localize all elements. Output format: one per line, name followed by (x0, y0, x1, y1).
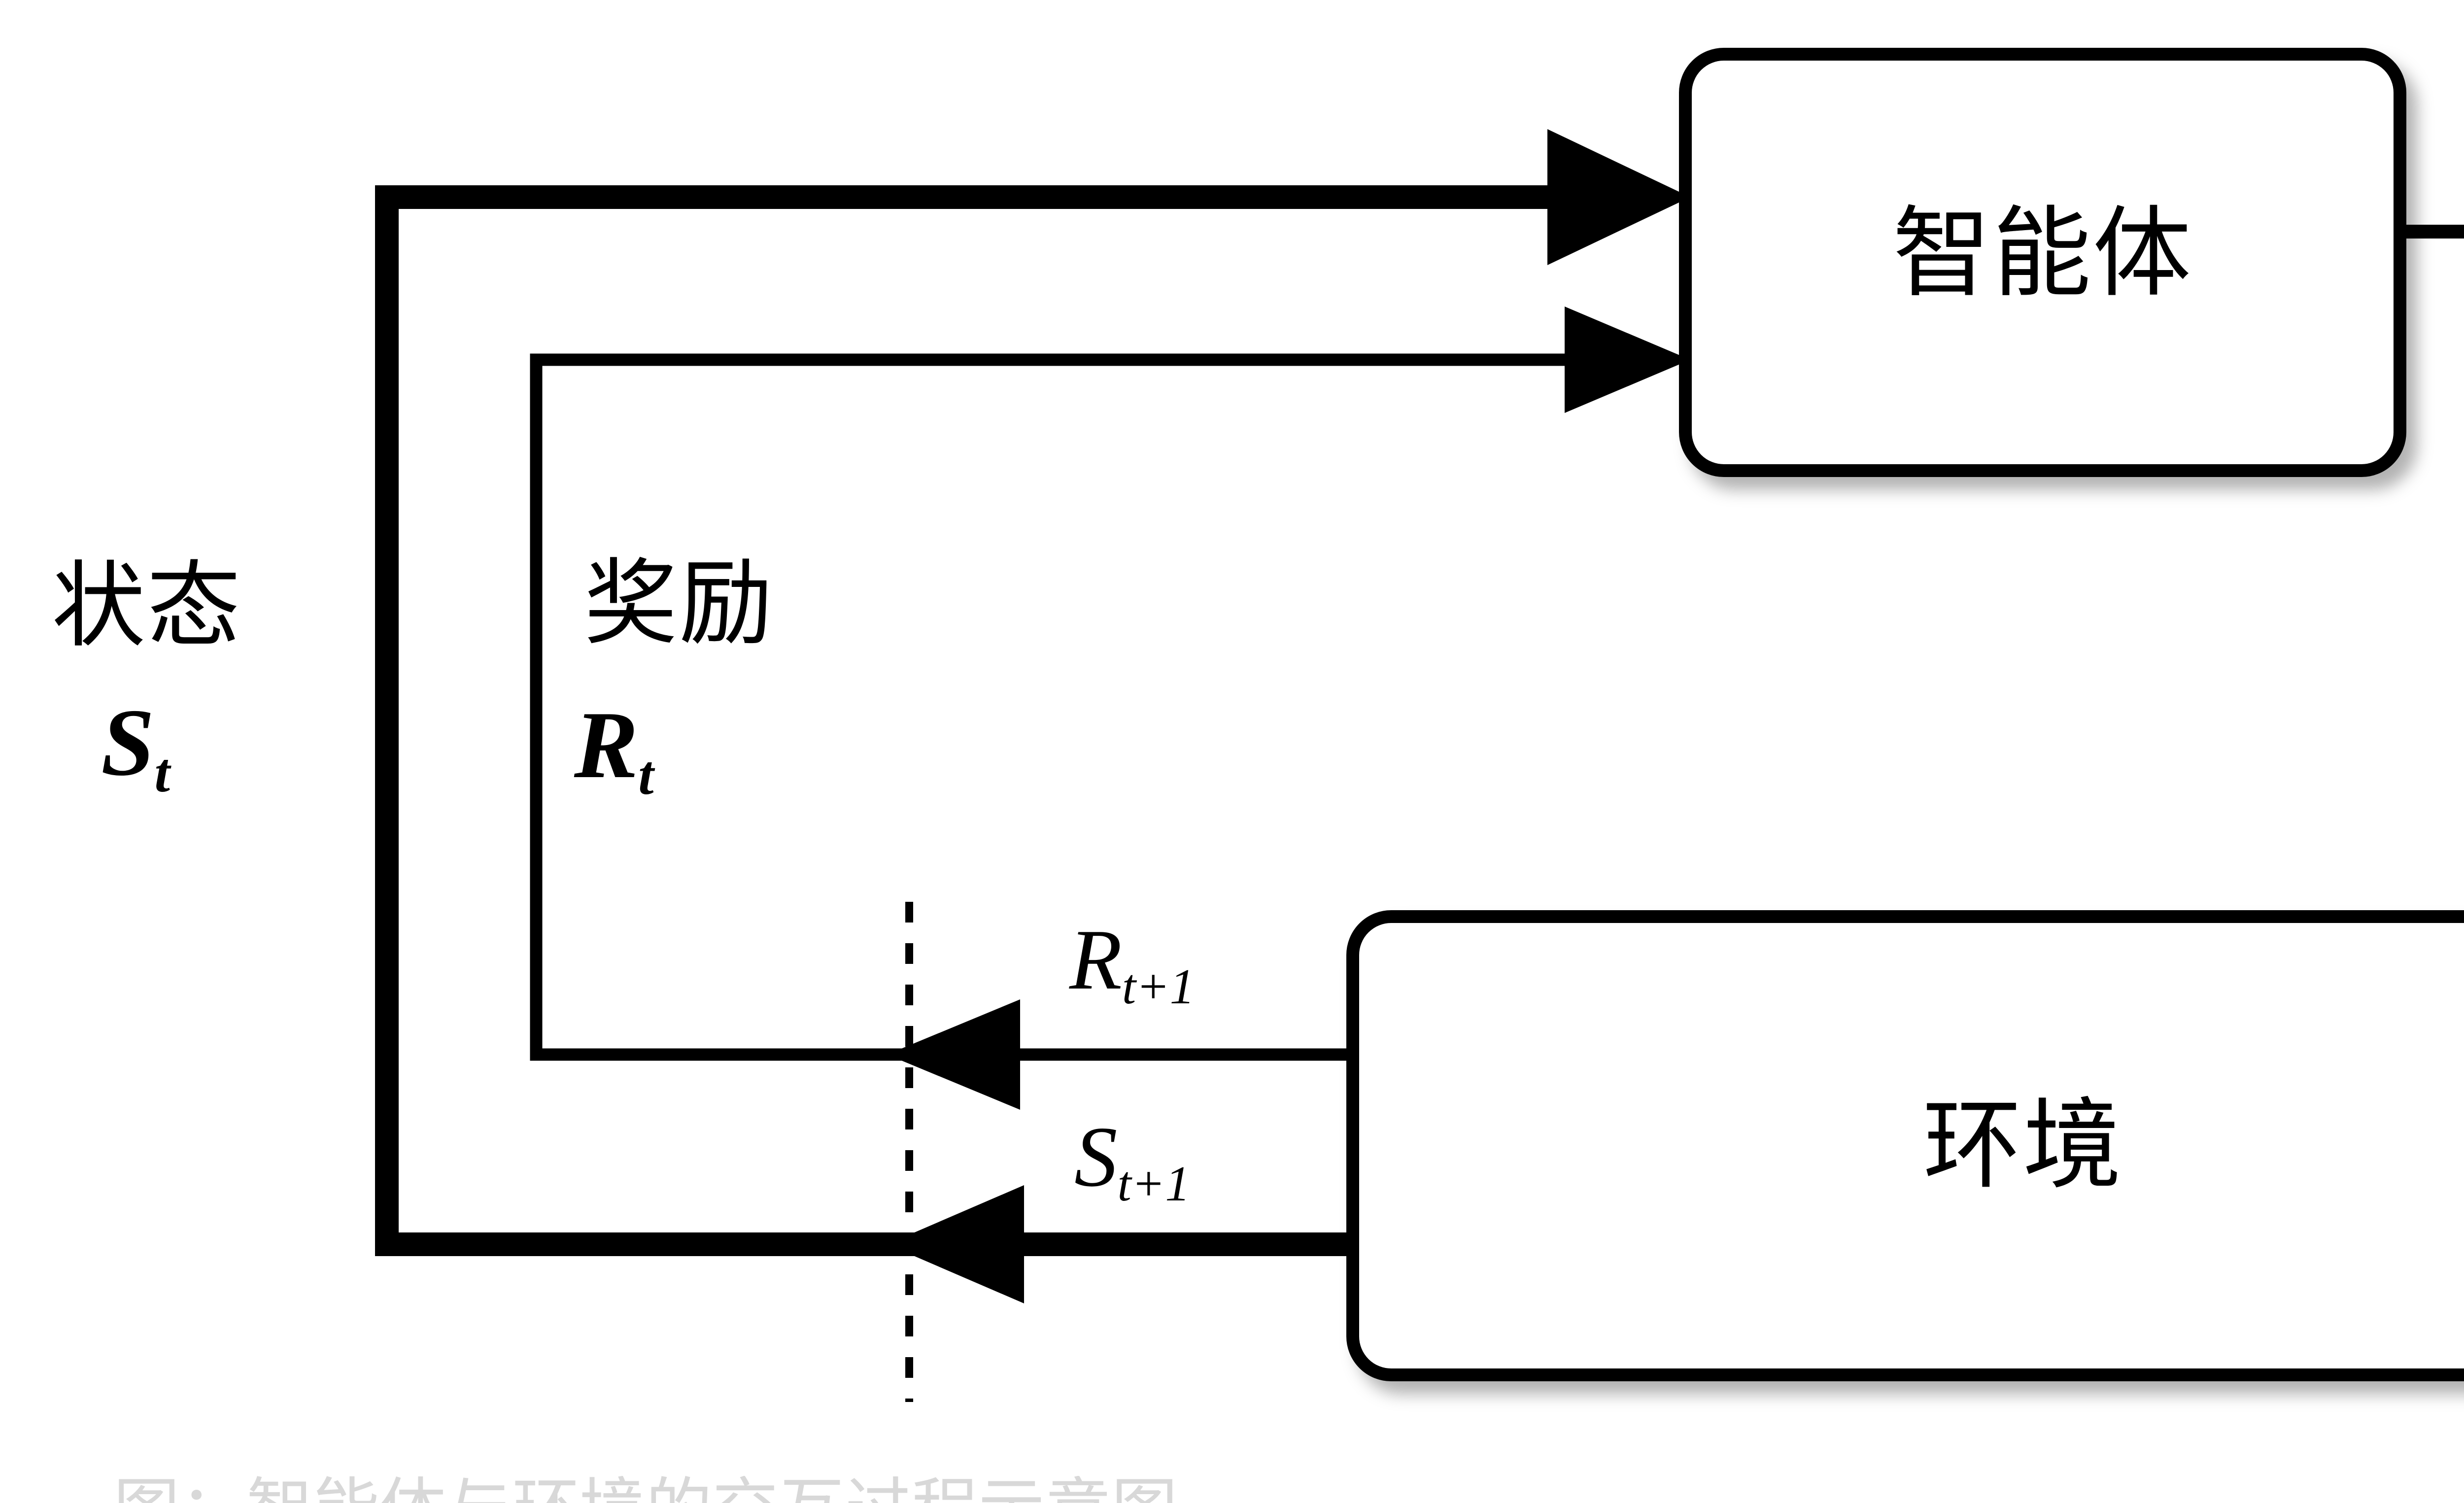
state-edge-name-label: 状态 (52, 551, 242, 660)
state-symbol-base: S (101, 689, 155, 796)
reward-next-symbol-sub: t+1 (1122, 959, 1195, 1015)
reward-next-arrowhead-icon (887, 999, 1020, 1110)
reward-arrowhead-icon (1565, 307, 1690, 413)
environment-node-box[interactable] (1346, 910, 2464, 1381)
state-symbol-sub: t (154, 742, 170, 804)
edge-state-path (375, 129, 1690, 1303)
state-edge-symbol: St (101, 695, 170, 804)
reward-symbol-base: R (574, 692, 639, 798)
state-next-symbol-sub: t+1 (1117, 1156, 1190, 1212)
state-next-symbol: St+1 (1074, 1114, 1190, 1212)
state-next-symbol-base: S (1074, 1109, 1118, 1204)
environment-node-label: 环境 (1922, 1088, 2123, 1203)
reward-next-symbol: Rt+1 (1069, 917, 1195, 1015)
reward-edge-symbol: Rt (574, 697, 654, 807)
reward-next-symbol-base: R (1069, 912, 1122, 1007)
state-arrowhead-icon (1547, 129, 1690, 265)
edge-reward-path (530, 307, 1690, 1110)
agent-node-label: 智能体 (1892, 196, 2193, 311)
agent-node-box[interactable] (1679, 48, 2406, 477)
reward-symbol-sub: t (638, 744, 654, 806)
reward-edge-name-label: 奖励 (584, 549, 775, 658)
figure-caption: 图：智能体与环境的交互过程示意图 (113, 1476, 1178, 1503)
state-next-arrowhead-icon (887, 1185, 1024, 1303)
